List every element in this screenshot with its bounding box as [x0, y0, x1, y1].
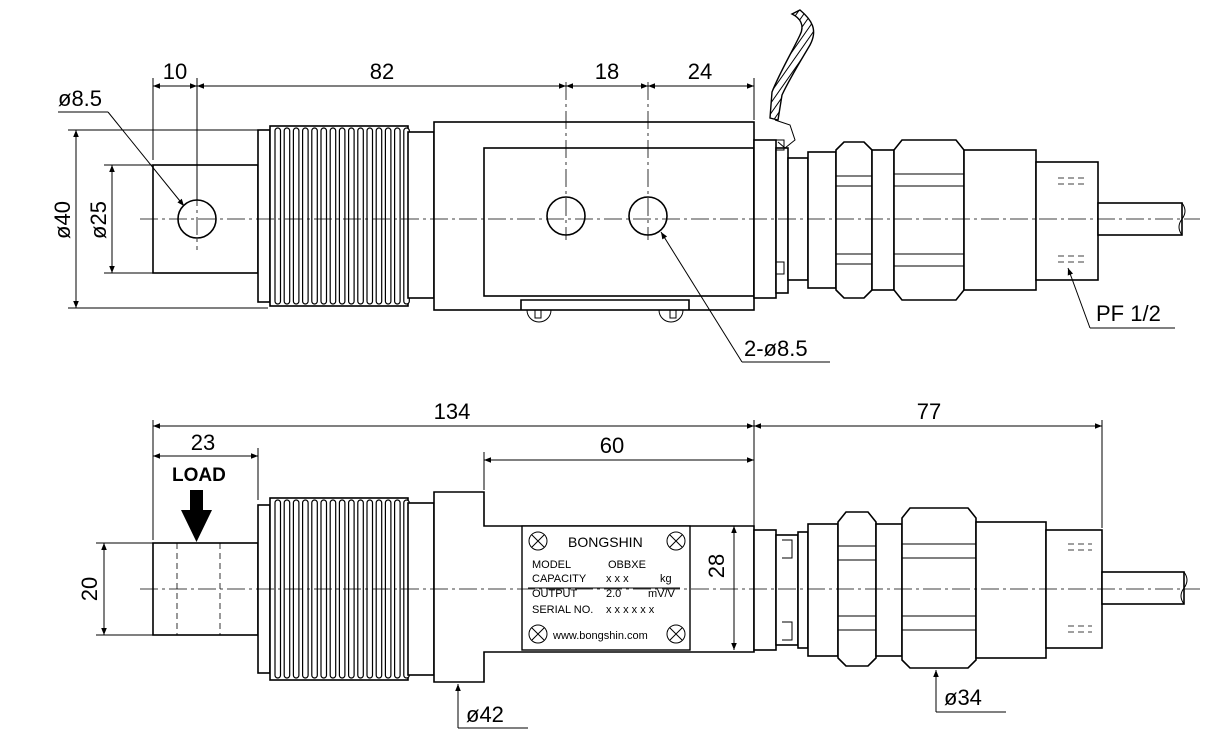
dia-8.5-label: ø8.5 [58, 86, 102, 111]
holes-label: 2-ø8.5 [744, 336, 808, 361]
cable-braid [769, 9, 815, 121]
bellows-top [269, 125, 410, 307]
model-label: MODEL [532, 559, 571, 571]
main-block-top [433, 121, 755, 311]
nut-2-side [901, 507, 977, 669]
bellows-rib [292, 127, 300, 305]
output-value: 2.0 [606, 588, 621, 600]
bellows-rib [384, 127, 392, 305]
dia-25-label: ø25 [86, 201, 111, 239]
bellows-rib [311, 127, 318, 305]
nameplate-brand: BONGSHIN [568, 534, 643, 550]
dim-10: 10 [163, 59, 187, 84]
dim-77: 77 [917, 399, 941, 424]
dia-40-label: ø40 [50, 201, 75, 239]
load-arrow-icon [181, 510, 212, 542]
load-label: LOAD [172, 465, 226, 486]
dim-82: 82 [370, 59, 394, 84]
dim-134: 134 [434, 399, 471, 424]
bellows-rib [366, 127, 374, 305]
nut-2-top [893, 139, 965, 301]
bottom-lip [520, 299, 690, 310]
nut-1-top [835, 141, 873, 299]
dim-18: 18 [595, 59, 619, 84]
capacity-unit: kg [660, 573, 672, 585]
serial-value: x x x x x x [606, 604, 655, 616]
dim-28: 28 [704, 554, 729, 578]
capacity-label: CAPACITY [532, 573, 587, 585]
bellows-rib [283, 127, 291, 305]
gland-body-top [963, 149, 1037, 291]
dim-23: 23 [191, 430, 215, 455]
nameplate: BONGSHIN MODEL OBBXE CAPACITY x x x kg O… [521, 525, 691, 651]
bellows-rib [329, 127, 337, 305]
cable-clip [774, 119, 796, 149]
bellows-rib [348, 127, 355, 305]
bellows-rib [394, 127, 401, 305]
gland-body-side [975, 521, 1047, 659]
bellows-rib [357, 127, 364, 305]
bellows-rib [338, 127, 346, 305]
serial-label: SERIAL NO. [532, 604, 593, 616]
pf-thread-label: PF 1/2 [1096, 301, 1161, 326]
dim-24: 24 [688, 59, 712, 84]
bellows-rib [274, 127, 282, 305]
dia-34-label: ø34 [944, 685, 982, 710]
output-unit: mV/V [648, 588, 676, 600]
website: www.bongshin.com [552, 630, 648, 642]
model-value: OBBXE [608, 559, 646, 571]
dim-20: 20 [77, 577, 102, 601]
output-label: OUTPUT [532, 588, 578, 600]
bellows-rib [320, 127, 328, 305]
cable-end-side [1101, 571, 1185, 605]
bellows-rib [375, 127, 383, 305]
capacity-value: x x x [606, 573, 629, 585]
top-view: 10 82 18 24 ø40 ø25 ø8.5 2-ø8.5 PF 1/2 [50, 9, 1200, 363]
dim-60: 60 [600, 433, 624, 458]
dia-42-label: ø42 [466, 702, 504, 727]
nut-1-side [837, 511, 877, 667]
side-view: BONGSHIN MODEL OBBXE CAPACITY x x x kg O… [77, 399, 1200, 729]
bellows-rib [302, 127, 309, 305]
